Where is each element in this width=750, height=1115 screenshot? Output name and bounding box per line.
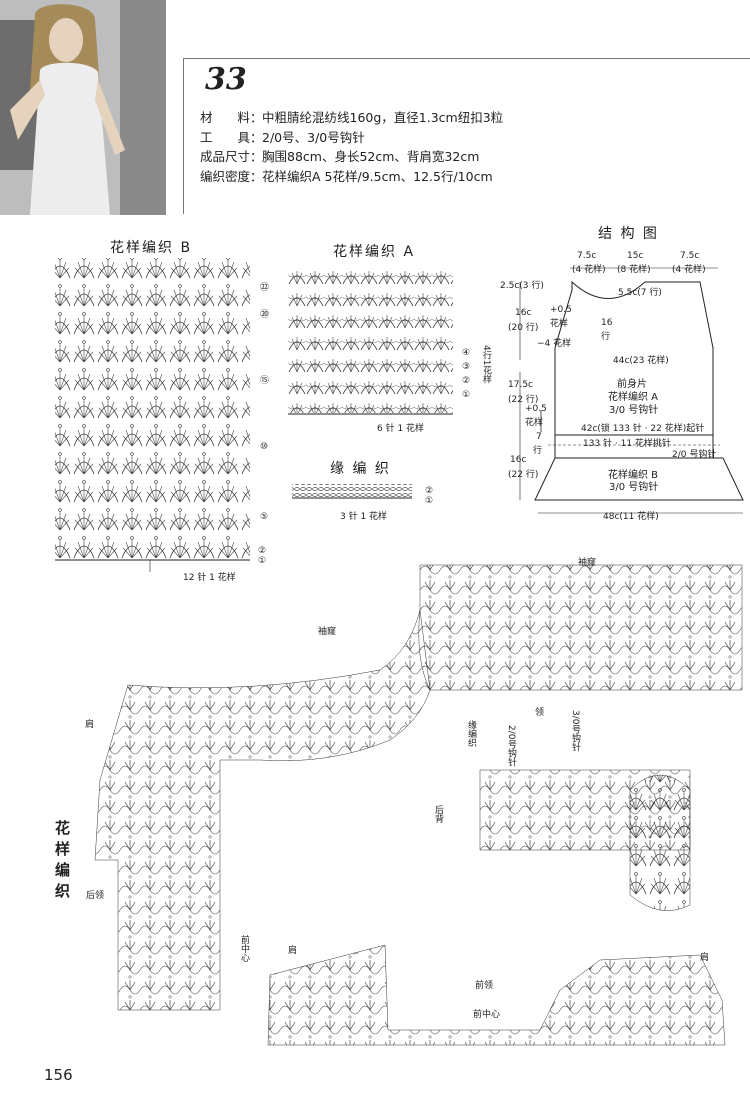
dim-top-right-sub: (4 花样) xyxy=(672,265,706,275)
dim-armhole-dec: −4 花样 xyxy=(537,339,572,349)
label-hook-30: 3/0号钩针 xyxy=(570,710,580,752)
dim-pickup: 133 针 · 11 花样挑针 xyxy=(583,439,671,449)
label-armhole: 袖窿 xyxy=(318,627,337,637)
model-photo xyxy=(0,0,166,215)
row-marker: ② xyxy=(258,546,267,556)
hem-pattern: 花样编织 B xyxy=(608,470,659,481)
row-marker: ③ xyxy=(462,362,471,372)
edging-repeat: 3 针 1 花样 xyxy=(340,512,388,522)
label-hook-20: 2/0号钩针 xyxy=(506,725,516,767)
info-panel xyxy=(183,58,750,214)
label-shoulder-right: 肩 xyxy=(700,953,710,963)
dim-armhole: 16c xyxy=(515,308,532,318)
label-back: 后背 xyxy=(433,805,443,823)
label-front-neck: 前领 xyxy=(475,981,494,991)
dim-neck-depth: 5.5c(7 行) xyxy=(618,288,662,298)
chart-b-repeat: 12 针 1 花样 xyxy=(183,573,236,583)
row-marker: ④ xyxy=(462,348,471,358)
dim-hem-rows: (22 行) xyxy=(508,470,539,480)
dim-side-inc-unit: 花样 xyxy=(525,418,544,428)
label-front-center-side: 前中心 xyxy=(239,935,249,962)
dim-shoulder: 2.5c(3 行) xyxy=(500,281,544,291)
materials-row: 材 料：中粗腈纶混纺线160g，直径1.3cm纽扣3粒 xyxy=(200,110,504,125)
row-marker: ⑳ xyxy=(260,310,270,320)
dim-armhole-16-unit: 行 xyxy=(601,332,611,342)
row-marker: ⑤ xyxy=(260,512,269,522)
chart-a-side: 4行1花样 xyxy=(481,345,491,384)
dim-row7-unit: 行 xyxy=(533,446,543,456)
dim-armhole-16: 16 xyxy=(601,318,613,328)
front-body-hook: 3/0 号钩针 xyxy=(609,405,659,416)
dim-side-rows: (22 行) xyxy=(508,395,539,405)
row-marker: ㉒ xyxy=(260,283,270,293)
dim-chest: 44c(23 花样) xyxy=(613,356,669,366)
materials-list: 材 料：中粗腈纶混纺线160g，直径1.3cm纽扣3粒 工 具：2/0号、3/0… xyxy=(200,108,503,186)
hem-hook: 3/0 号钩针 xyxy=(609,482,659,493)
row-marker: ⑮ xyxy=(260,376,270,386)
row-marker: ② xyxy=(425,486,434,496)
row-marker: ⑩ xyxy=(260,442,269,452)
front-body-pattern: 花样编织 A xyxy=(608,392,659,403)
row-marker: ① xyxy=(258,556,267,566)
dim-hook-b: 2/0 号钩针 xyxy=(672,450,717,460)
label-back-neck: 后领 xyxy=(86,891,105,901)
size-row: 成品尺寸：胸围88cm、身长52cm、背肩宽32cm xyxy=(200,149,480,164)
row-marker: ② xyxy=(462,376,471,386)
label-front-center: 前中心 xyxy=(473,1010,501,1020)
label-collar: 领 xyxy=(535,708,545,718)
gauge-row: 编织密度：花样编织A 5花样/9.5cm、12.5行/10cm xyxy=(200,168,493,184)
dim-cast-on: 42c(锁 133 针 · 22 花样)起针 xyxy=(581,424,705,434)
dim-armhole-inc-unit: 花样 xyxy=(550,319,569,329)
label-shoulder-left: 肩 xyxy=(288,946,298,956)
edging-title: 缘 编 织 xyxy=(330,461,391,477)
label-edge: 缘编织 xyxy=(466,720,476,747)
dim-bottom: 48c(11 花样) xyxy=(603,512,659,522)
chart-b-title: 花样编织 B xyxy=(110,240,193,256)
dim-armhole-inc: +0.5 xyxy=(550,305,572,315)
side-title: 花样编织 xyxy=(53,820,71,904)
dim-row7: 7 xyxy=(536,432,542,442)
chart-a-repeat: 6 针 1 花样 xyxy=(377,424,425,434)
dim-side: 17.5c xyxy=(508,380,533,390)
dim-top-mid: 15c xyxy=(627,251,644,261)
dim-top-right: 7.5c xyxy=(680,251,700,261)
dim-hem: 16c xyxy=(510,455,527,465)
chart-a-title: 花样编织 A xyxy=(333,244,416,260)
dim-top-left-sub: (4 花样) xyxy=(572,265,606,275)
structure-title: 结 构 图 xyxy=(598,226,659,242)
tools-row: 工 具：2/0号、3/0号钩针 xyxy=(200,129,365,145)
page-number: 156 xyxy=(44,1066,73,1084)
front-body-label: 前身片 xyxy=(617,379,647,390)
label-shoulder: 肩 xyxy=(85,720,95,730)
dim-top-mid-sub: (8 花样) xyxy=(617,265,651,275)
row-marker: ① xyxy=(425,496,434,506)
pattern-number: 33 xyxy=(205,62,247,97)
dim-armhole-rows: (20 行) xyxy=(508,323,539,333)
dim-side-inc: +0.5 xyxy=(525,404,547,414)
row-marker: ① xyxy=(462,390,471,400)
label-armhole-top: 袖窿 xyxy=(578,558,597,568)
dim-top-left: 7.5c xyxy=(577,251,597,261)
